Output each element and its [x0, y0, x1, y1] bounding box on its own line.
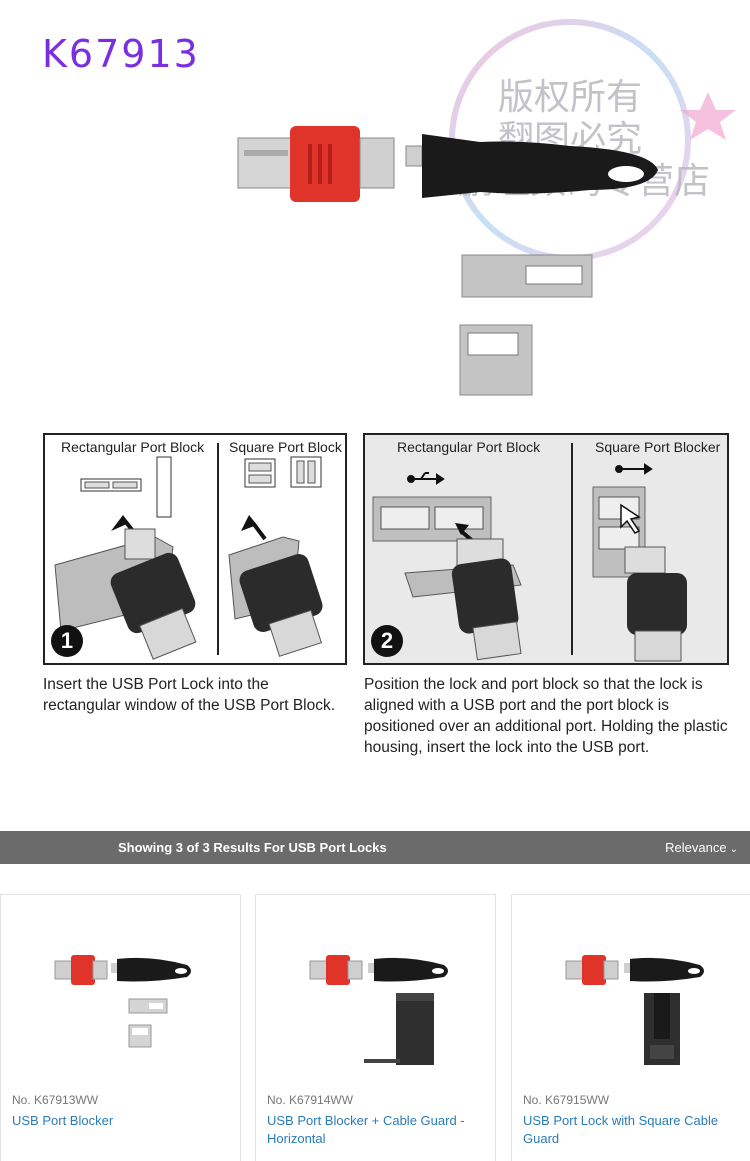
product-card[interactable]: No. K67914WW USB Port Blocker + Cable Gu… — [255, 894, 496, 1161]
sort-dropdown[interactable]: Relevance⌄ — [665, 840, 738, 855]
step-number-2: 2 — [371, 625, 403, 657]
step2-caption: Position the lock and port block so that… — [364, 676, 728, 756]
arrow-icon — [620, 503, 641, 534]
usb-icon — [407, 472, 445, 485]
sort-label: Relevance — [665, 840, 727, 855]
panel2-label-square: Square Port Blocker — [595, 439, 721, 455]
step1-caption: Insert the USB Port Lock into the rectan… — [43, 676, 336, 714]
product-thumbnail[interactable] — [256, 935, 495, 1095]
product-thumbnail[interactable] — [1, 935, 240, 1095]
product-name-link[interactable]: USB Port Blocker — [12, 1113, 114, 1128]
panel1-label-rectangular: Rectangular Port Block — [61, 439, 205, 455]
panel1-illustration — [54, 456, 323, 660]
product-thumbnail[interactable] — [512, 935, 750, 1095]
instruction-panel-1: Rectangular Port Block Square Port Block… — [43, 433, 347, 665]
product-sku: No. K67913WW — [12, 1093, 99, 1107]
results-header-bar: Showing 3 of 3 Results For USB Port Lock… — [0, 831, 750, 864]
product-name-link[interactable]: USB Port Blocker + Cable Guard - Horizon… — [267, 1113, 465, 1146]
panel2-illustration — [372, 463, 687, 662]
product-hero-image — [230, 90, 670, 410]
product-card[interactable]: No. K67913WW USB Port Blocker — [0, 894, 241, 1161]
results-summary: Showing 3 of 3 Results For USB Port Lock… — [118, 840, 387, 855]
watermark-line-1: 版权所有 — [498, 77, 643, 118]
panel1-label-square: Square Port Block — [229, 439, 342, 455]
step-number-1: 1 — [51, 625, 83, 657]
product-model-title: K67913 — [42, 32, 200, 76]
panel2-label-rectangular: Rectangular Port Block — [397, 439, 541, 455]
lock-red-housing — [290, 126, 360, 202]
product-sku: No. K67914WW — [267, 1093, 354, 1107]
product-card[interactable]: No. K67915WW USB Port Lock with Square C… — [511, 894, 750, 1161]
instruction-panel-2: Rectangular Port Block Square Port Block… — [363, 433, 729, 665]
product-name-link[interactable]: USB Port Lock with Square Cable Guard — [523, 1113, 719, 1146]
chevron-down-icon: ⌄ — [729, 844, 738, 855]
product-sku: No. K67915WW — [523, 1093, 610, 1107]
